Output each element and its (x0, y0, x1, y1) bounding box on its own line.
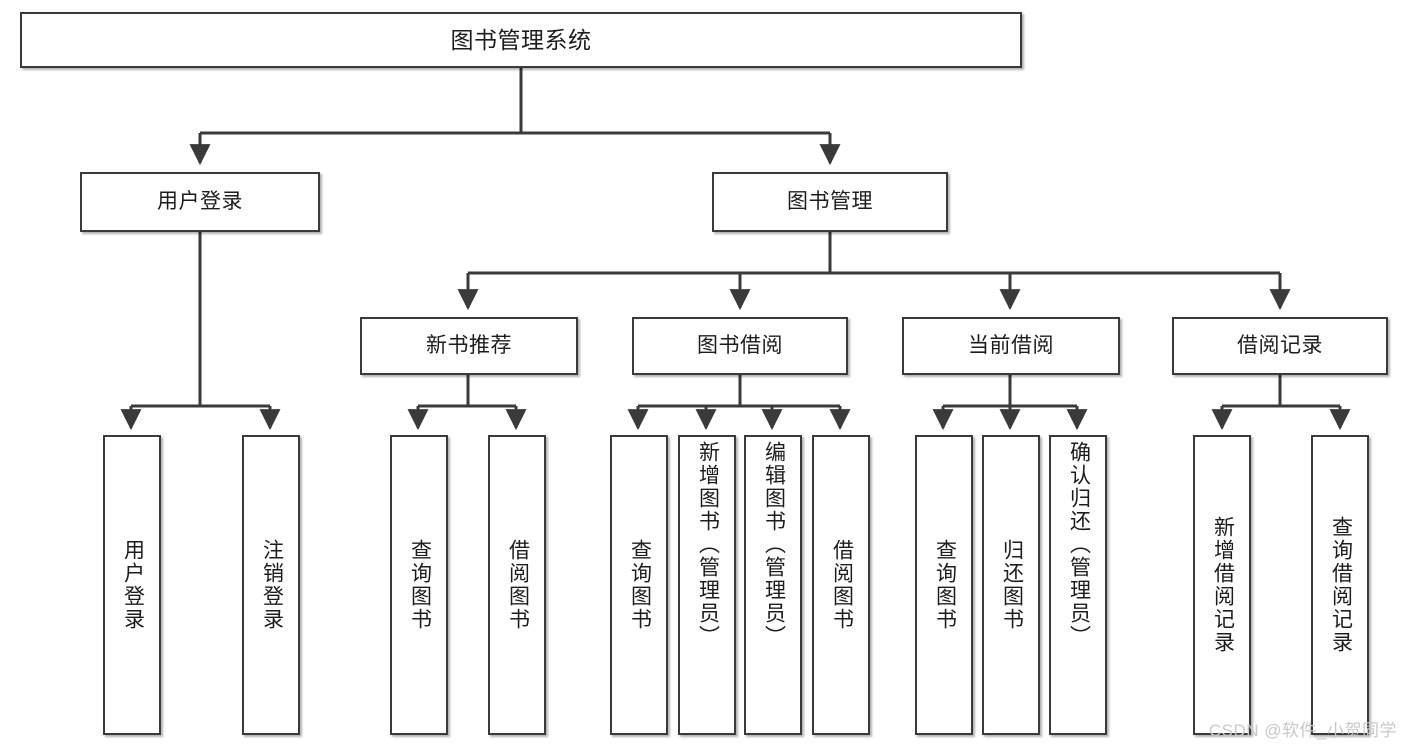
leaf-add-book-admin[interactable]: 新增图书（管理员） (678, 435, 736, 735)
node-current-borrow[interactable]: 当前借阅 (902, 317, 1120, 375)
node-label: 图书管理系统 (450, 26, 592, 53)
node-label: 图书管理 (787, 189, 873, 213)
node-book-borrow[interactable]: 图书借阅 (632, 317, 848, 375)
node-label: 新书推荐 (426, 333, 512, 357)
node-label: 确认归还（管理员） (1067, 441, 1091, 648)
leaf-query-book-current[interactable]: 查询图书 (915, 435, 973, 735)
node-label: 查询图书 (628, 539, 652, 631)
node-label: 借阅图书 (830, 539, 854, 631)
node-label: 注销登录 (260, 539, 284, 631)
node-label: 借阅图书 (506, 539, 530, 631)
node-label: 查询借阅记录 (1329, 516, 1353, 654)
node-user-login[interactable]: 用户登录 (80, 172, 320, 232)
leaf-confirm-return-admin[interactable]: 确认归还（管理员） (1049, 435, 1107, 735)
node-label: 当前借阅 (968, 333, 1054, 357)
node-label: 新增借阅记录 (1211, 516, 1235, 654)
node-book-management[interactable]: 图书管理 (712, 172, 948, 232)
leaf-query-book-borrow[interactable]: 查询图书 (610, 435, 668, 735)
node-new-book-recommendation[interactable]: 新书推荐 (360, 317, 578, 375)
node-label: 用户登录 (157, 189, 243, 213)
leaf-return-book[interactable]: 归还图书 (982, 435, 1040, 735)
node-label: 借阅记录 (1237, 333, 1323, 357)
node-label: 归还图书 (1000, 539, 1024, 631)
leaf-borrow-book[interactable]: 借阅图书 (812, 435, 870, 735)
csdn-watermark: CSDN @软件_小贺同学 (1208, 721, 1397, 740)
node-label: 图书借阅 (697, 333, 783, 357)
leaf-user-login[interactable]: 用户登录 (103, 435, 161, 735)
node-label: 新增图书（管理员） (696, 441, 720, 648)
node-label: 编辑图书（管理员） (762, 441, 786, 648)
node-label: 用户登录 (121, 539, 145, 631)
leaf-query-borrow-record[interactable]: 查询借阅记录 (1311, 435, 1369, 735)
leaf-user-logout[interactable]: 注销登录 (242, 435, 300, 735)
node-label: 查询图书 (933, 539, 957, 631)
leaf-borrow-book-new-book[interactable]: 借阅图书 (488, 435, 546, 735)
node-label: 查询图书 (408, 539, 432, 631)
node-borrow-record[interactable]: 借阅记录 (1172, 317, 1388, 375)
node-root-book-management-system[interactable]: 图书管理系统 (20, 12, 1022, 68)
leaf-edit-book-admin[interactable]: 编辑图书（管理员） (744, 435, 802, 735)
leaf-add-borrow-record[interactable]: 新增借阅记录 (1193, 435, 1251, 735)
leaf-query-book-new-book[interactable]: 查询图书 (390, 435, 448, 735)
